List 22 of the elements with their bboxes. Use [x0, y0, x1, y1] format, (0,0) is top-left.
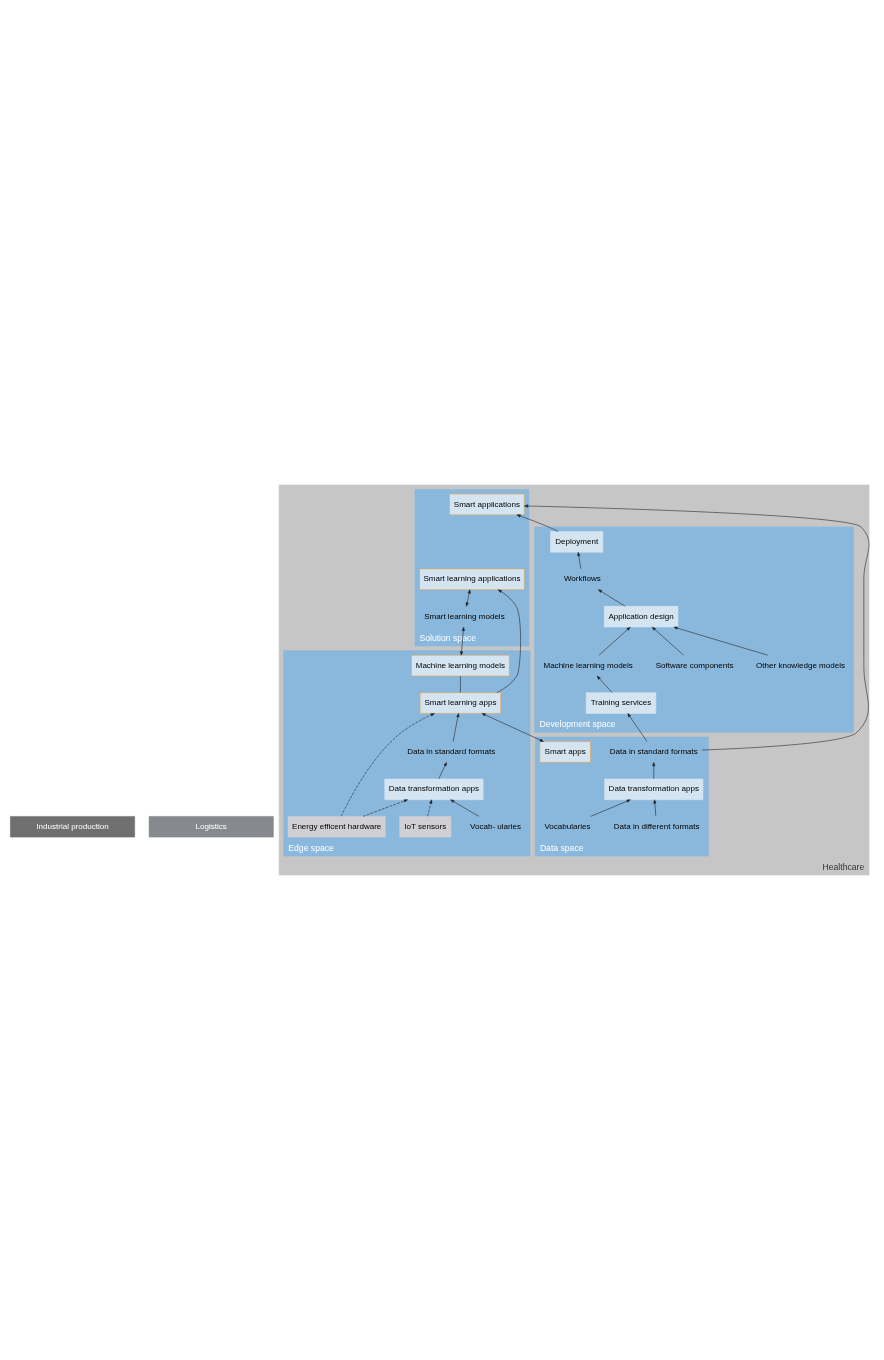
arrow	[465, 589, 471, 607]
arrow	[516, 514, 559, 532]
arrow	[438, 762, 447, 780]
arrow	[673, 626, 768, 656]
arrow	[362, 799, 408, 817]
arrow	[651, 626, 684, 656]
arrow	[653, 799, 657, 817]
arrow	[452, 713, 460, 742]
arrow	[577, 552, 582, 570]
arrow	[481, 713, 544, 742]
arrow	[496, 589, 521, 693]
arrow	[524, 504, 870, 751]
arrow	[590, 799, 631, 817]
arrow	[427, 799, 433, 817]
arrow	[596, 675, 613, 693]
connector	[460, 675, 461, 693]
arrow	[598, 589, 626, 607]
arrow	[450, 799, 480, 817]
arrow	[598, 626, 631, 656]
arrow	[627, 713, 648, 742]
arrow	[652, 762, 656, 780]
arrow	[340, 713, 435, 817]
